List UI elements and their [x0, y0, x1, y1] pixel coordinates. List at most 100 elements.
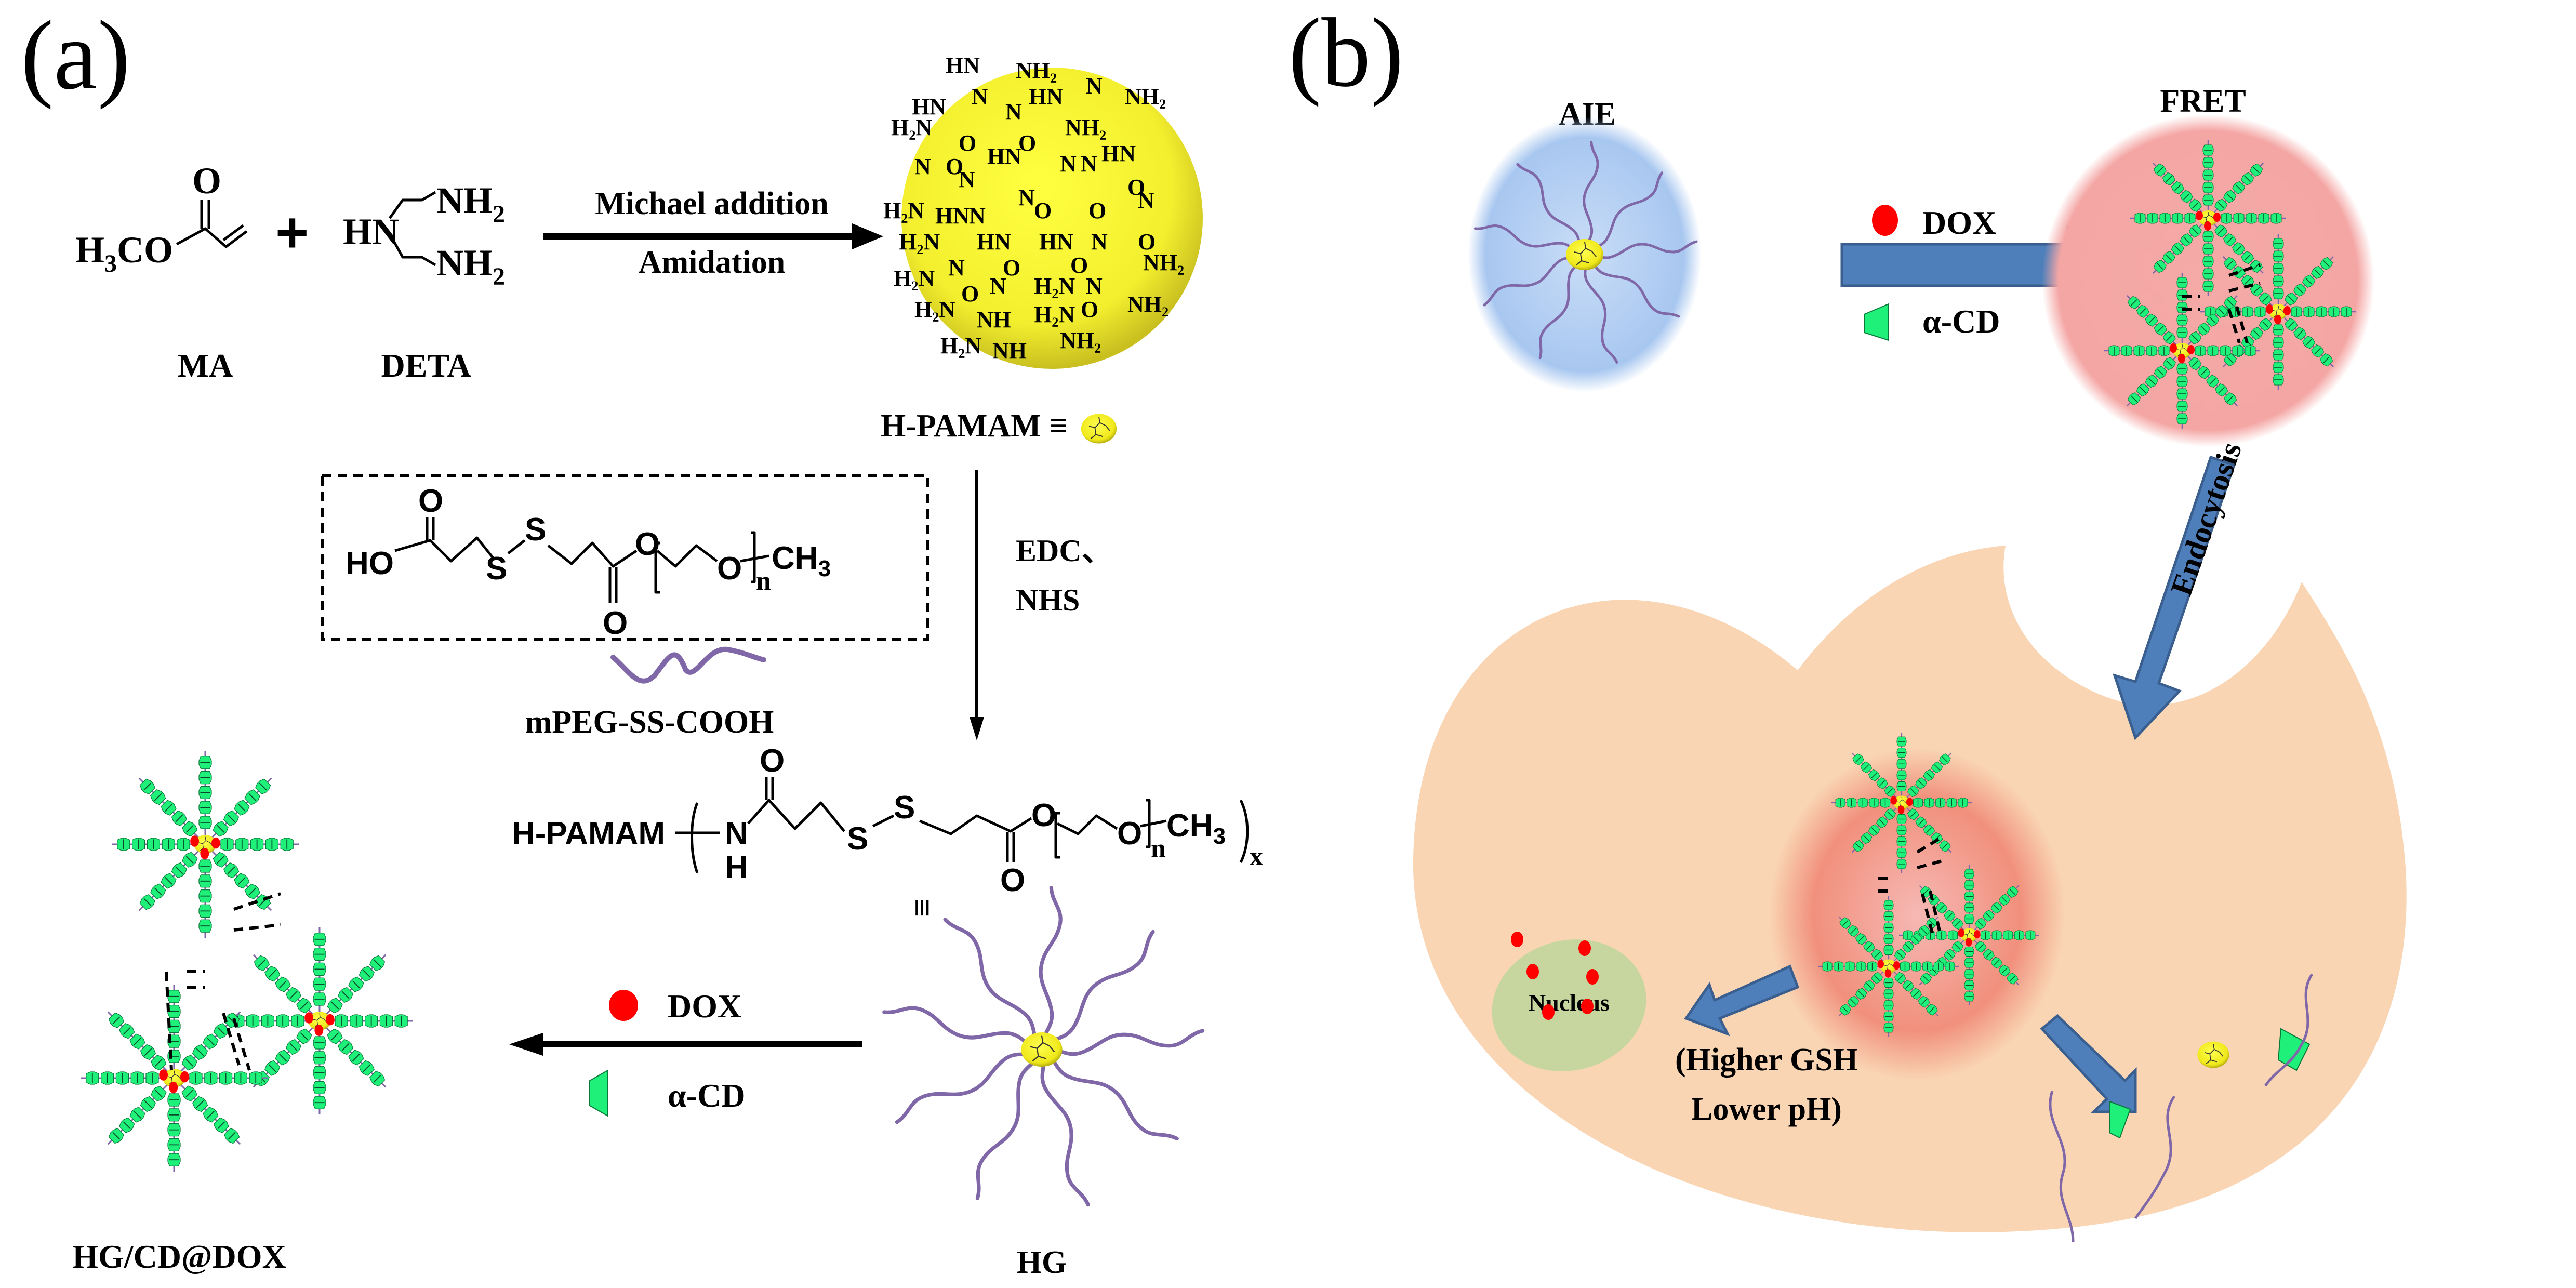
step2-label-line1: EDC、: [1016, 534, 1113, 568]
fret-assembly: [2042, 114, 2374, 447]
svg-text:N: N: [1018, 185, 1035, 210]
svg-text:x: x: [1250, 842, 1263, 871]
svg-text:O: O: [418, 483, 443, 519]
svg-text:NH₂: NH₂: [1065, 115, 1106, 140]
svg-text:NH₂: NH₂: [1143, 250, 1184, 275]
release-arrow-nucleus: [1684, 964, 1800, 1037]
svg-text:CH3: CH3: [772, 540, 831, 581]
svg-text:H₂N: H₂N: [1034, 302, 1075, 327]
dox-icon-b: [1872, 205, 1898, 236]
svg-text:N: N: [1081, 151, 1097, 177]
svg-text:H-PAMAM: H-PAMAM: [881, 408, 1041, 444]
step3-cd-label: α-CD: [668, 1077, 745, 1114]
svg-text:O: O: [1031, 798, 1056, 833]
svg-text:S: S: [894, 790, 915, 826]
step2-label-line2: NHS: [1016, 583, 1080, 617]
svg-text:HN: HN: [987, 143, 1021, 169]
reaction-arrow-1-head: [852, 223, 883, 249]
released-dox-dots: [1511, 932, 1599, 1020]
svg-text:n: n: [1151, 834, 1166, 864]
svg-text:N: N: [948, 255, 965, 281]
svg-text:O: O: [1117, 816, 1142, 852]
svg-text:O: O: [192, 160, 221, 202]
svg-text:CH3: CH3: [1166, 808, 1226, 849]
deta-structure: HN NH2 NH2: [343, 180, 505, 290]
dox-label-b: DOX: [1922, 204, 1996, 241]
svg-text:≡: ≡: [1050, 408, 1068, 444]
svg-text:O: O: [1000, 862, 1025, 898]
ma-structure: H3CO O: [75, 160, 248, 277]
hg-structure: H-PAMAM N H O S S O O O n CH3 x: [512, 743, 1263, 898]
svg-text:N: N: [1060, 151, 1077, 177]
svg-text:N: N: [725, 816, 748, 852]
svg-text:O: O: [946, 154, 963, 179]
svg-text:N: N: [969, 203, 986, 229]
svg-text:HN: HN: [946, 52, 980, 78]
svg-text:H-PAMAM: H-PAMAM: [512, 816, 665, 852]
released-core-icon: [2197, 1041, 2230, 1069]
nucleus-label: Nucleus: [1529, 989, 1610, 1016]
alpha-cd-icon: [589, 1069, 608, 1117]
svg-text:O: O: [1003, 255, 1020, 281]
svg-text:H₂N: H₂N: [940, 333, 981, 358]
dox-icon: [609, 990, 638, 1021]
aie-micelle: [1468, 117, 1702, 392]
hg-label: HG: [1017, 1245, 1067, 1280]
linker-structure: HO O S S O O O n CH3: [346, 483, 831, 641]
svg-text:NH2: NH2: [436, 242, 505, 290]
svg-text:N: N: [990, 273, 1006, 299]
internalized-assembly: [1769, 733, 2065, 1081]
step1-label-top: Michael addition: [595, 186, 829, 221]
svg-text:H3CO: H3CO: [75, 229, 173, 277]
reaction-arrow-2-head: [970, 717, 984, 740]
condition-line2: Lower pH): [1691, 1092, 1842, 1127]
released-peg-chains: [2049, 973, 2314, 1242]
svg-text:NH: NH: [992, 338, 1027, 364]
equivalence-sign: ≡: [905, 899, 940, 917]
svg-text:NH₂: NH₂: [1060, 328, 1101, 353]
svg-text:NH2: NH2: [436, 180, 505, 228]
svg-text:N: N: [1138, 188, 1154, 213]
svg-text:N: N: [972, 84, 988, 109]
plus-sign: +: [275, 201, 309, 264]
svg-text:N: N: [914, 154, 931, 179]
svg-text:N: N: [1005, 99, 1022, 125]
step3-dox-label: DOX: [668, 988, 741, 1025]
svg-text:O: O: [1138, 229, 1156, 255]
svg-text:N: N: [959, 167, 975, 192]
h-pamam-legend: H-PAMAM ≡: [881, 408, 1118, 444]
svg-text:HN: HN: [912, 94, 946, 119]
ma-label: MA: [178, 347, 233, 384]
endocytosis-arrow: [2113, 455, 2236, 740]
svg-text:HN: HN: [1039, 229, 1073, 255]
svg-text:O: O: [603, 605, 628, 641]
step1-label-bottom: Amidation: [639, 245, 785, 280]
svg-text:HN: HN: [1029, 84, 1063, 109]
svg-text:N: N: [1086, 73, 1103, 99]
svg-text:O: O: [760, 743, 785, 779]
svg-text:H₂N: H₂N: [894, 265, 935, 291]
peg-chain-icon: [610, 646, 766, 684]
svg-text:NH₂: NH₂: [1125, 84, 1166, 109]
svg-text:O: O: [959, 130, 976, 156]
svg-text:n: n: [756, 566, 771, 596]
hg-cd-dox-label: HG/CD@DOX: [72, 1238, 286, 1275]
svg-text:H₂N: H₂N: [1034, 273, 1075, 299]
svg-text:O: O: [1070, 253, 1088, 278]
svg-text:HO: HO: [346, 546, 394, 581]
cd-label-b: α-CD: [1922, 303, 2000, 340]
released-cd-icon-2: [2109, 1100, 2131, 1139]
svg-text:H₂N: H₂N: [914, 297, 955, 322]
svg-text:H₂N: H₂N: [899, 229, 940, 255]
svg-text:O: O: [1127, 175, 1145, 200]
released-cd-icon-1: [2277, 1028, 2311, 1071]
svg-text:O: O: [717, 551, 742, 587]
svg-text:NH₂: NH₂: [1127, 291, 1169, 317]
linker-structure-box: [321, 474, 929, 641]
svg-text:O: O: [1018, 130, 1036, 156]
svg-text:N: N: [1091, 229, 1108, 255]
svg-text:O: O: [1088, 198, 1106, 223]
reaction-arrow-3-head: [509, 1033, 543, 1056]
